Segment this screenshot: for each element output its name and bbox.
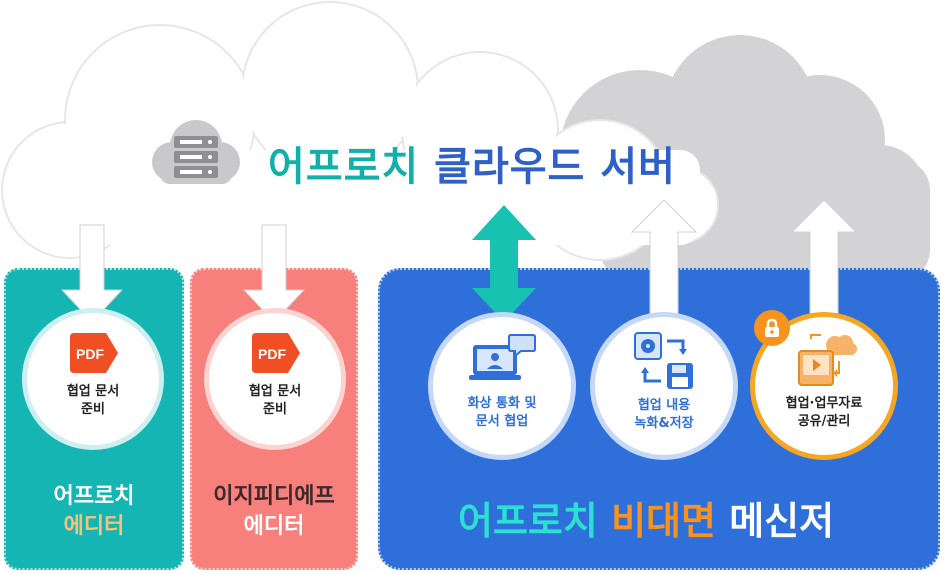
circle-text: 협업 문서 준비: [249, 383, 301, 419]
file-share-icon: [798, 334, 857, 386]
circle-text-line: 협업 내용: [637, 398, 691, 413]
circle-text: 협업·업무자료 공유/관리: [786, 395, 863, 431]
lock-icon: [765, 318, 779, 337]
messenger-title-part3: 메신저: [729, 499, 835, 543]
pdf-label: PDF: [76, 346, 104, 362]
cloud-server-icon: [152, 120, 240, 184]
panel-title-easypdf-editor: 이지피디에프 에디터: [190, 482, 358, 542]
record-save-icon: [634, 332, 693, 389]
feature-circle-approach-editor: PDF 협업 문서 준비: [22, 308, 164, 450]
circle-text: 협업 문서 준비: [67, 383, 119, 419]
pdf-icon: PDF: [70, 333, 118, 373]
up-arrow-icon: [630, 199, 698, 321]
video-call-icon: [469, 334, 536, 380]
down-arrow-icon: [60, 224, 124, 323]
circle-text-line: 준비: [81, 402, 105, 417]
circle-text-line: 협업 문서: [66, 384, 120, 399]
bidirectional-arrow-icon: [472, 205, 536, 322]
circle-text-line: 화상 통화 및: [467, 396, 537, 411]
feature-circle-record-save: 협업 내용 녹화&저장: [590, 312, 738, 460]
panel-title-line1: 이지피디에프: [213, 484, 335, 509]
circle-text-line: 준비: [263, 402, 287, 417]
feature-circle-easypdf-editor: PDF 협업 문서 준비: [204, 308, 346, 450]
panel-title-line2: 에디터: [243, 514, 305, 539]
server-title-part2: 클라우드 서버: [434, 144, 676, 190]
feature-circle-video-call: 화상 통화 및 문서 협업: [428, 312, 576, 460]
panel-title-line2: 에디터: [63, 514, 125, 539]
server-title-part1: 어프로치: [268, 144, 420, 190]
circle-text: 화상 통화 및 문서 협업: [468, 395, 537, 431]
circle-text-line: 공유/관리: [797, 414, 851, 429]
circle-text-line: 문서 협업: [475, 414, 529, 429]
up-arrow-icon: [790, 199, 858, 321]
circle-text-line: 녹화&저장: [634, 416, 694, 431]
messenger-title: 어프로치 비대면 메신저: [458, 490, 834, 545]
circle-text-line: 협업 문서: [248, 384, 302, 399]
server-title: 어프로치 클라우드 서버: [268, 134, 676, 192]
lock-badge: [754, 310, 790, 346]
messenger-title-part1: 어프로치: [458, 499, 598, 543]
feature-circle-file-share: 협업·업무자료 공유/관리: [750, 312, 898, 460]
panel-title-approach-editor: 어프로치 에디터: [4, 482, 184, 542]
messenger-title-part2: 비대면: [611, 499, 716, 543]
panel-title-line1: 어프로치: [53, 484, 135, 509]
pdf-icon: PDF: [252, 333, 300, 373]
circle-text: 협업 내용 녹화&저장: [634, 397, 693, 433]
down-arrow-icon: [242, 224, 306, 323]
pdf-label: PDF: [258, 346, 286, 362]
circle-text-line: 협업·업무자료: [785, 396, 863, 411]
